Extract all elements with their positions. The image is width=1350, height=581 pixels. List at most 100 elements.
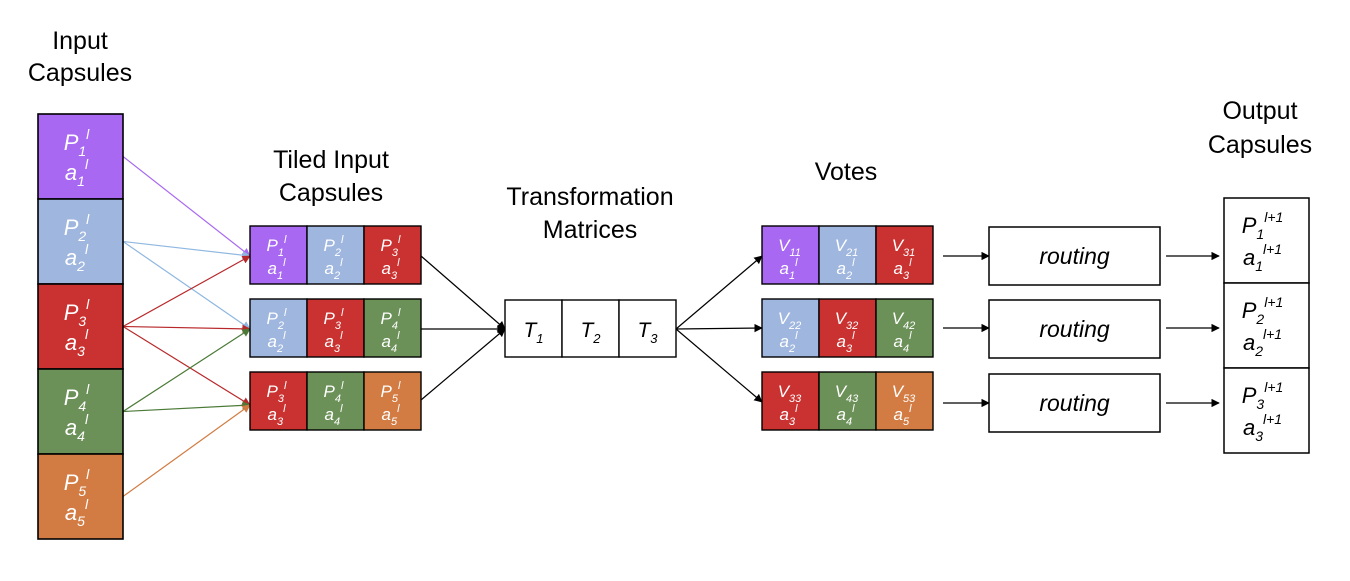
activation-label: a3l <box>893 257 912 282</box>
title-line: Tiled Input <box>273 146 389 174</box>
transform-to-vote-edge <box>675 255 763 330</box>
activation-label: a1l <box>267 257 286 282</box>
capsule-to-tile-edge <box>122 325 251 406</box>
tiled-capsule-cell <box>363 298 422 358</box>
vote-label: V42 <box>892 309 916 332</box>
input-capsule-box <box>37 453 124 540</box>
input-capsule-box <box>37 198 124 285</box>
activation-label: a1l <box>779 257 798 282</box>
activation-label: a2l <box>324 257 343 282</box>
input-capsules-title: Input Capsules <box>28 27 132 87</box>
pose-label: P2l <box>64 211 90 244</box>
capsule-to-tile-edge <box>122 404 251 497</box>
pose-label: P5l <box>381 380 401 405</box>
activation-label: a3l <box>267 403 286 428</box>
tiled-capsule-cell <box>249 225 308 285</box>
votes-grid: V11a1lV21a2lV31a3lV22a2lV32a3lV42a4lV33a… <box>761 225 934 431</box>
transformation-matrix-cell <box>561 299 620 358</box>
activation-label: a1l+1 <box>1243 241 1282 274</box>
title-line: Input <box>52 27 108 55</box>
activation-label: a3l+1 <box>1243 411 1282 444</box>
pose-label: P3l <box>267 380 287 405</box>
activation-label: a2l+1 <box>1243 326 1282 359</box>
vote-label: V43 <box>835 382 859 405</box>
activation-label: a4l <box>381 330 400 355</box>
tile-to-transform-edge <box>420 255 506 330</box>
output-capsule-box <box>1223 282 1310 369</box>
vote-cell <box>818 225 877 285</box>
vote-cell <box>761 225 820 285</box>
title-line: Transformation <box>506 183 673 211</box>
activation-label: a3l <box>779 403 798 428</box>
activation-label: a2l <box>836 257 855 282</box>
vote-label: V21 <box>835 236 859 259</box>
capsule-to-tile-edge <box>122 241 251 330</box>
input-capsule-box <box>37 283 124 370</box>
vote-label: V32 <box>835 309 859 332</box>
transform-to-vote-edge <box>675 328 763 403</box>
capsule-to-tile-edge <box>122 324 251 334</box>
tiled-input-capsules-title: Tiled Input Capsules <box>273 146 389 207</box>
pose-label: P4l <box>64 381 90 414</box>
activation-label: a2l <box>267 330 286 355</box>
activation-label: a4l <box>65 411 89 444</box>
capsule-to-tile-edge <box>122 401 251 413</box>
vote-cell <box>761 371 820 431</box>
transform-to-vote-edge <box>675 323 763 333</box>
transformation-matrix-cell <box>618 299 677 358</box>
tiled-input-capsules-grid: P1la1lP2la2lP3la3lP2la2lP3la3lP4la4lP3la… <box>249 225 422 431</box>
activation-label: a1l <box>65 156 89 189</box>
pose-label: P2l+1 <box>1242 294 1284 327</box>
title-line: Capsules <box>279 179 383 207</box>
tile-to-transform-edge <box>420 328 506 401</box>
input-capsule-box <box>37 113 124 200</box>
title-line: Capsules <box>1208 131 1312 159</box>
pose-label: P5l <box>64 466 90 499</box>
vote-label: V11 <box>778 236 801 259</box>
activation-label: a4l <box>893 330 912 355</box>
routing-box <box>988 299 1161 359</box>
pose-label: P3l <box>324 307 344 332</box>
title-line: Votes <box>815 158 878 186</box>
output-capsules-title: Output Capsules <box>1208 97 1312 159</box>
pose-label: P3l <box>64 296 90 329</box>
vote-cell <box>875 298 934 358</box>
title-line: Matrices <box>543 216 637 244</box>
pose-label: P2l <box>267 307 287 332</box>
activation-label: a2l <box>65 241 89 274</box>
activation-label: a3l <box>65 326 89 359</box>
tiled-capsule-cell <box>249 371 308 431</box>
votes-title: Votes <box>815 158 878 186</box>
routing-box <box>988 226 1161 286</box>
title-line: Capsules <box>28 59 132 87</box>
activation-label: a3l <box>836 330 855 355</box>
activation-label: a4l <box>324 403 343 428</box>
pose-label: P3l+1 <box>1242 379 1284 412</box>
pose-label: P1l <box>64 126 90 159</box>
transformation-matrix-label: T2 <box>580 319 601 346</box>
activation-label: a3l <box>324 330 343 355</box>
activation-label: a2l <box>779 330 798 355</box>
capsule-to-tile-edge <box>122 255 251 328</box>
vote-label: V53 <box>892 382 916 405</box>
tiled-capsule-cell <box>306 298 365 358</box>
capsule-to-tile-edge <box>122 240 251 260</box>
transformation-matrices-title: Transformation Matrices <box>506 183 673 244</box>
tiled-capsule-cell <box>363 225 422 285</box>
pose-label: P1l+1 <box>1242 209 1284 242</box>
